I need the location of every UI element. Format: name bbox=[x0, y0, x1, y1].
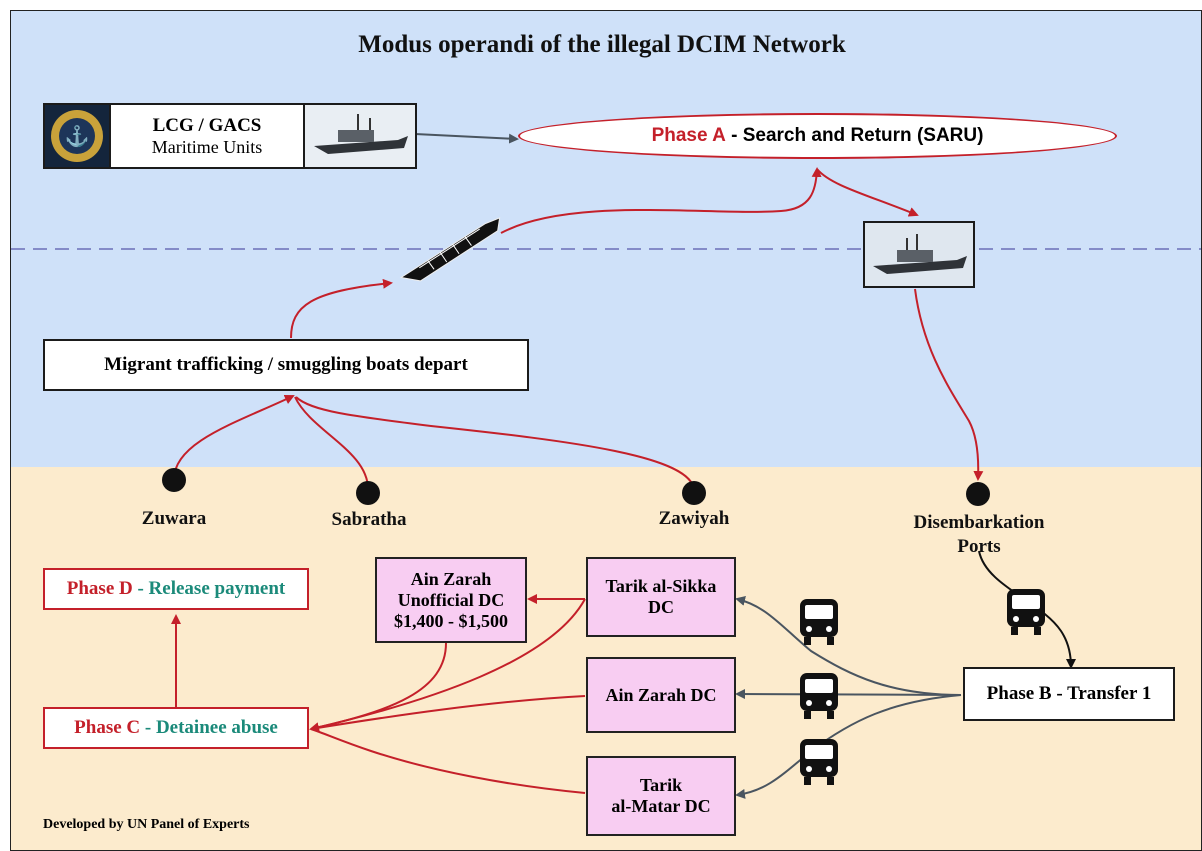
arrow-matar-to-phase-c bbox=[310, 728, 586, 794]
tarik-al-sikka-dc: Tarik al-Sikka DC bbox=[586, 557, 736, 637]
tarik-al-matar-dc: Tarik al-Matar DC bbox=[586, 756, 736, 836]
tarik-sikka-line2: DC bbox=[648, 597, 674, 617]
bus-icon bbox=[800, 599, 838, 645]
phase-a-text: - Search and Return (SARU) bbox=[725, 125, 984, 146]
diagram-frame: Modus operandi of the illegal DCIM Netwo… bbox=[10, 10, 1202, 851]
arrow-zuwara bbox=[173, 394, 295, 480]
lcg-unit-box: LCG / GACS Maritime Units bbox=[109, 103, 305, 169]
disembarkation-line2: Ports bbox=[957, 536, 1001, 557]
zuwara-label: Zuwara bbox=[141, 508, 207, 529]
tarik-sikka-line1: Tarik al-Sikka bbox=[605, 576, 717, 596]
sabratha-label: Sabratha bbox=[331, 509, 407, 530]
depart-box: Migrant trafficking / smuggling boats de… bbox=[43, 339, 529, 391]
phase-c-prefix: Phase C bbox=[74, 717, 141, 738]
lcg-emblem-icon: ⚓ bbox=[43, 103, 111, 169]
phase-c-text: - Detainee abuse bbox=[140, 717, 278, 738]
arrow-sabratha bbox=[294, 396, 369, 490]
tarik-matar-line1: Tarik bbox=[639, 775, 683, 795]
disembarkation-label: Disembarkation Ports bbox=[891, 511, 1067, 559]
unofficial-line1: Ain Zarah bbox=[410, 568, 492, 589]
bus-icon bbox=[800, 673, 838, 719]
arrow-boat-to-phase-a bbox=[500, 167, 822, 234]
arrow-ports-to-phase-b bbox=[978, 550, 1076, 669]
unofficial-line3: $1,400 - $1,500 bbox=[394, 610, 508, 631]
arrow-lcg-to-phase-a bbox=[414, 133, 519, 144]
bus-icon bbox=[800, 739, 838, 785]
disembarkation-marker bbox=[966, 482, 990, 506]
arrow-ain-zarah-to-phase-c bbox=[310, 695, 586, 730]
patrol-boat-icon bbox=[303, 103, 417, 169]
zawiyah-marker bbox=[682, 481, 706, 505]
zawiyah-label: Zawiyah bbox=[658, 508, 730, 529]
phase-d-box: Phase D - Release payment bbox=[43, 568, 309, 610]
bus-icon bbox=[1007, 589, 1045, 635]
phase-b-box: Phase B - Transfer 1 bbox=[963, 667, 1175, 721]
zuwara-marker bbox=[162, 468, 186, 492]
sabratha-marker bbox=[356, 481, 380, 505]
phase-a-prefix: Phase A bbox=[651, 125, 726, 146]
arrow-depart-to-boat bbox=[290, 278, 393, 339]
arrow-patrol-to-ports bbox=[914, 288, 984, 481]
patrol-boat-icon bbox=[863, 221, 975, 288]
unit-subtitle: Maritime Units bbox=[151, 136, 263, 157]
credit-text: Developed by UN Panel of Experts bbox=[43, 817, 250, 832]
ain-zarah-unofficial-dc: Ain Zarah Unofficial DC $1,400 - $1,500 bbox=[375, 557, 527, 643]
sea-area bbox=[11, 11, 1201, 467]
unit-name: LCG / GACS bbox=[152, 114, 262, 136]
smuggling-boat-icon bbox=[399, 217, 501, 282]
disembarkation-line1: Disembarkation bbox=[913, 512, 1045, 533]
unofficial-line2: Unofficial DC bbox=[397, 589, 505, 610]
ain-zarah-dc: Ain Zarah DC bbox=[586, 657, 736, 733]
arrow-zawiyah bbox=[295, 396, 695, 492]
phase-c-box: Phase C - Detainee abuse bbox=[43, 707, 309, 749]
phase-a-ellipse: Phase A - Search and Return (SARU) bbox=[518, 113, 1117, 159]
arrow-unofficial-to-phase-c bbox=[310, 642, 447, 730]
tarik-matar-line2: al-Matar DC bbox=[611, 796, 711, 816]
arrow-transfer-matar bbox=[735, 694, 962, 799]
flow-arrows bbox=[11, 133, 1201, 799]
arrow-phase-a-to-patrol bbox=[816, 168, 919, 217]
arrow-transfer-ain-zarah bbox=[735, 689, 962, 700]
phase-d-text: - Release payment bbox=[132, 578, 286, 599]
phase-d-prefix: Phase D bbox=[66, 578, 133, 599]
arrow-transfer-sikka bbox=[735, 596, 962, 696]
diagram-title: Modus operandi of the illegal DCIM Netwo… bbox=[358, 31, 846, 58]
